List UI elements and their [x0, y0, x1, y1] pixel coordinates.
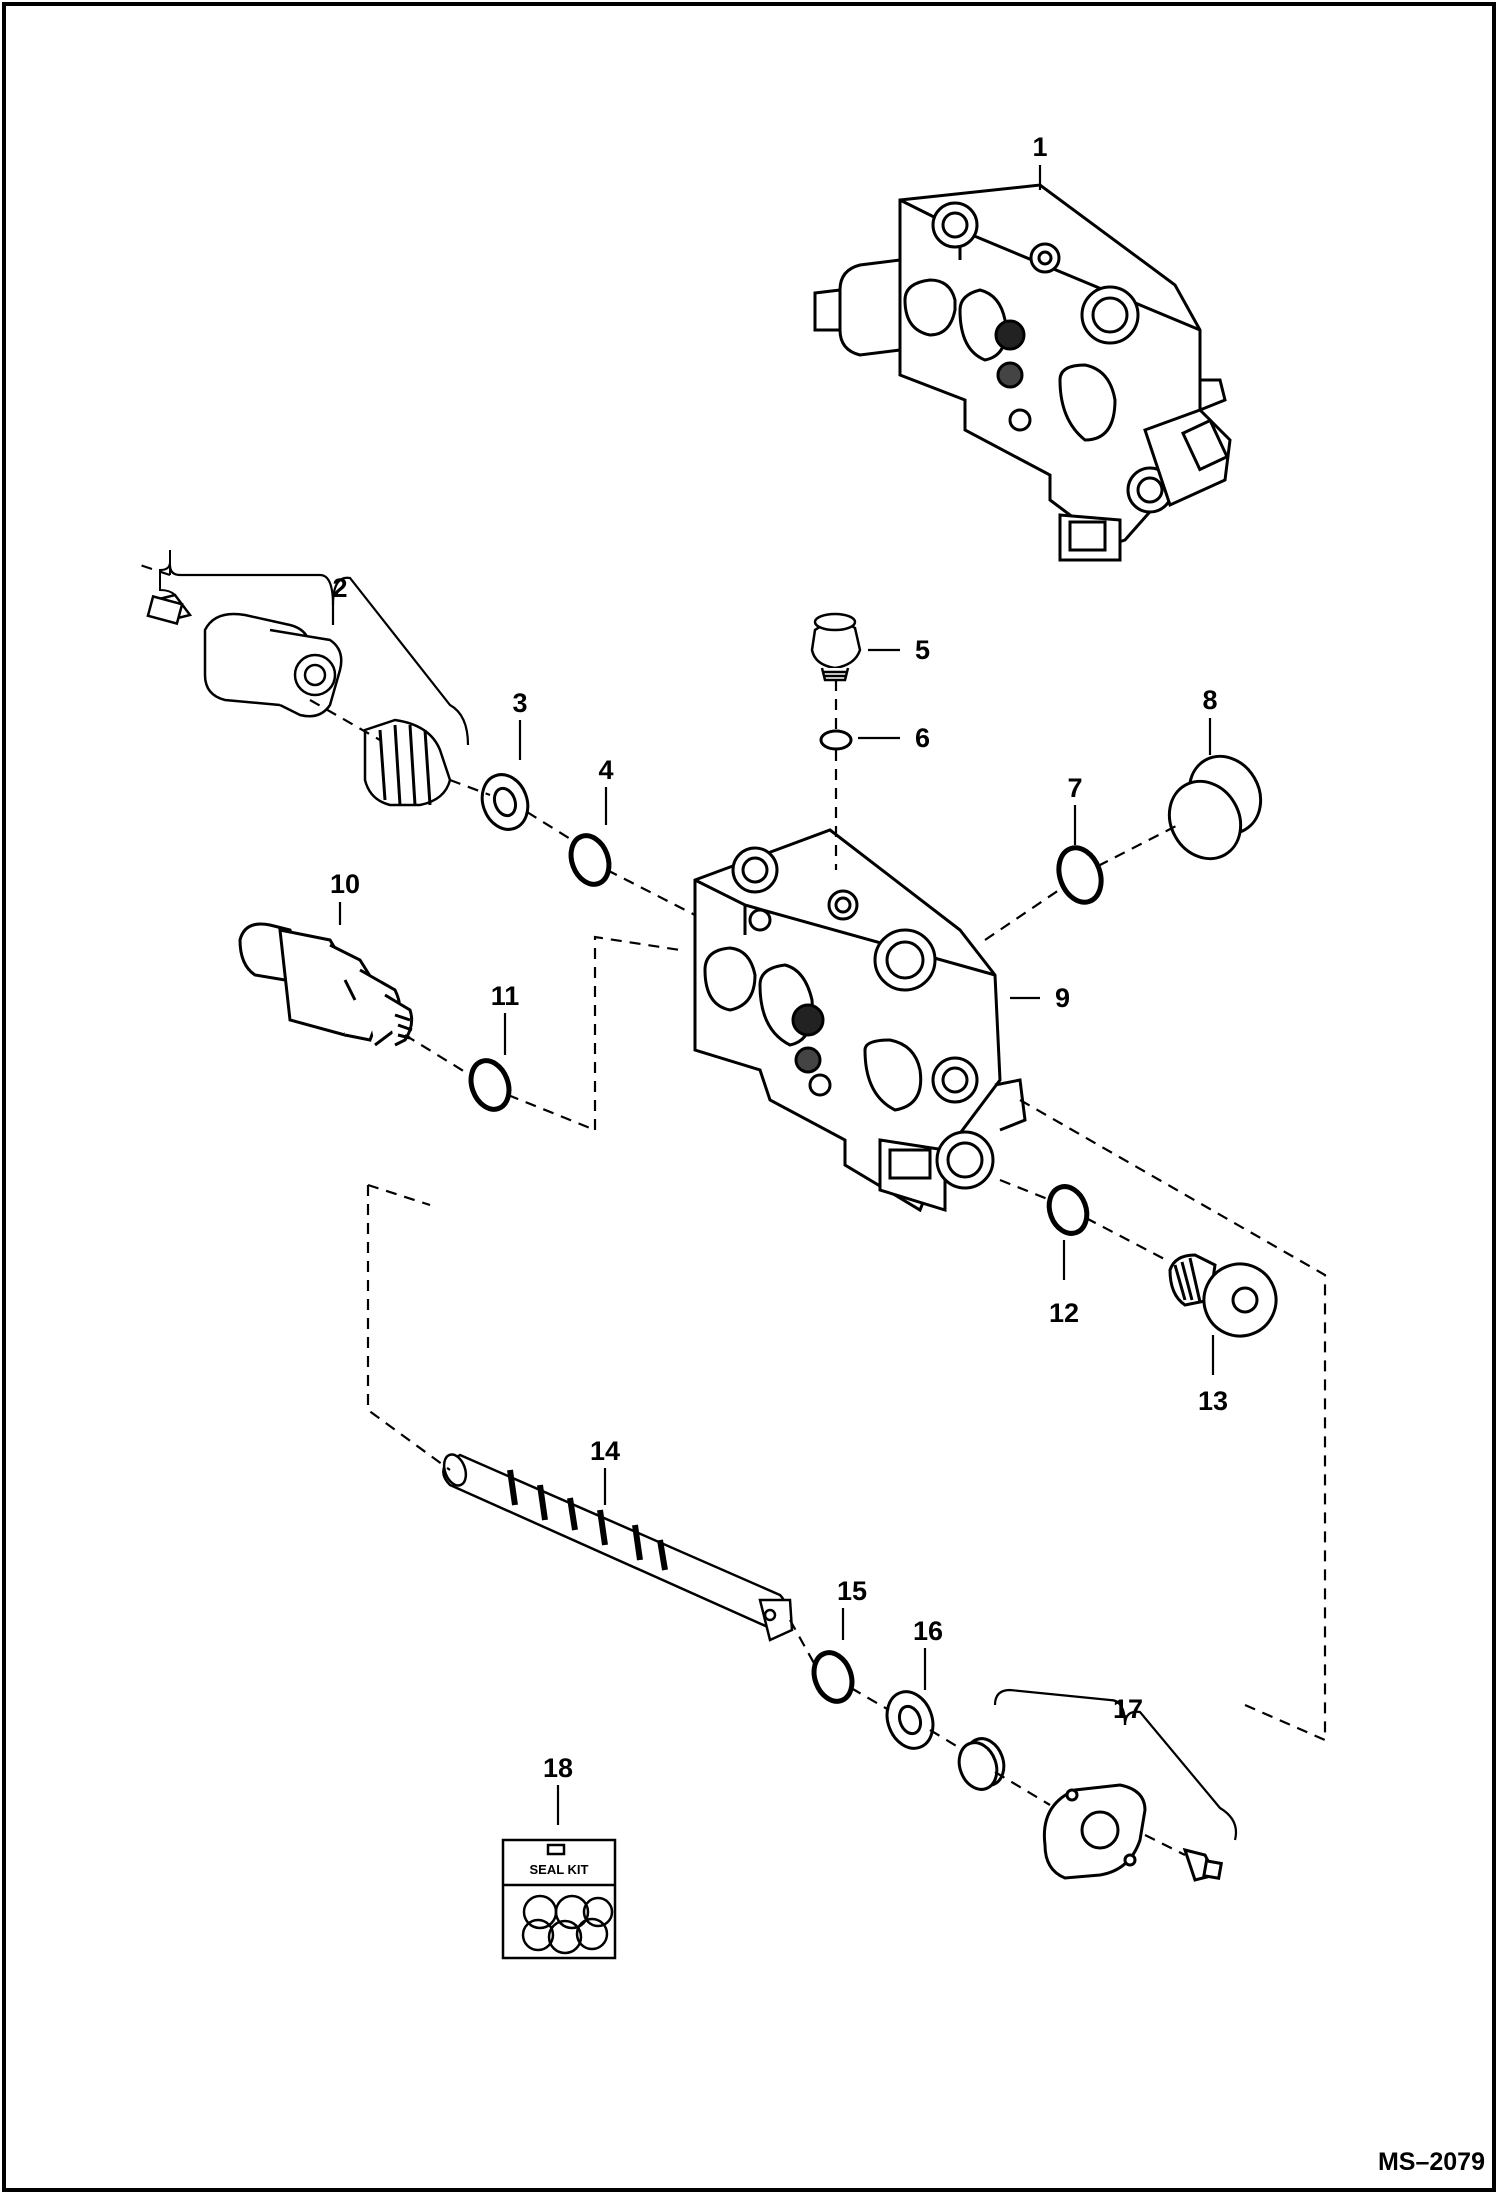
washer-16: [885, 1690, 935, 1750]
callout-4: 4: [598, 755, 613, 785]
o-ring-6: [819, 729, 853, 751]
figure-id: MS–2079: [1378, 2148, 1485, 2176]
seal-kit-label: SEAL KIT: [530, 1862, 589, 1877]
callout-3: 3: [512, 688, 527, 718]
spool: [442, 1453, 794, 1642]
callout-10: 10: [330, 869, 360, 899]
spring-cap-assembly: [146, 550, 452, 807]
washer-3: [480, 773, 530, 831]
callout-18: 18: [543, 1753, 573, 1783]
o-ring-12: [1046, 1184, 1090, 1236]
valve-section-assembly: [813, 183, 1232, 562]
o-ring-7: [1056, 845, 1104, 905]
o-ring-15: [811, 1650, 855, 1704]
callout-1: 1: [1032, 132, 1047, 162]
leader-lines: [168, 165, 1238, 1841]
callout-6: 6: [915, 723, 930, 753]
relief-valve: [238, 922, 414, 1047]
o-ring-4: [568, 833, 612, 887]
assembly-lines: [139, 563, 1327, 1856]
callout-2: 2: [332, 573, 347, 603]
callout-16: 16: [913, 1616, 943, 1646]
plug-8: [1167, 754, 1263, 861]
callout-17: 17: [1113, 1694, 1143, 1724]
callout-11: 11: [491, 981, 520, 1011]
callout-numbers: 1 2 3 4 5 6 7 8 9 10 11 12 13 14 15 16 1…: [330, 132, 1228, 1783]
valve-section-housing: [693, 828, 1027, 1213]
callout-15: 15: [837, 1576, 867, 1606]
callout-8: 8: [1202, 685, 1217, 715]
seal-kit: [501, 1838, 617, 1960]
callout-13: 13: [1198, 1386, 1228, 1416]
callout-7: 7: [1067, 773, 1082, 803]
plug-5: [810, 612, 862, 682]
callout-9: 9: [1055, 983, 1070, 1013]
o-ring-11: [468, 1058, 512, 1112]
plug-13: [1168, 1253, 1278, 1338]
cap-assembly: [957, 1737, 1224, 1882]
callout-5: 5: [915, 635, 930, 665]
callout-14: 14: [590, 1436, 620, 1466]
callout-12: 12: [1049, 1298, 1079, 1328]
